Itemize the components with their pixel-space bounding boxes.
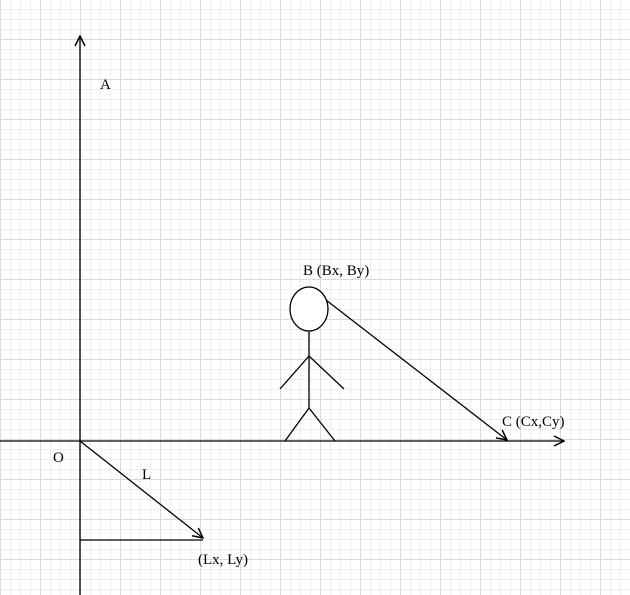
vector-l-arrow <box>79 440 203 538</box>
figure-head <box>289 286 329 332</box>
axis-top-label: A <box>100 77 111 93</box>
vector-end-label: (Lx, Ly) <box>198 552 248 568</box>
figure-right-leg <box>308 407 336 442</box>
stick-figure-icon <box>279 286 345 442</box>
figure-left-leg <box>284 407 310 442</box>
target-point-label: C (Cx,Cy) <box>502 414 565 430</box>
vector-label: L <box>142 467 151 483</box>
origin-label: O <box>53 450 64 466</box>
sight-line-arrow <box>325 299 507 440</box>
figure-left-arm <box>279 355 310 390</box>
head-point-label: B (Bx, By) <box>303 263 369 279</box>
figure-right-arm <box>308 355 345 390</box>
